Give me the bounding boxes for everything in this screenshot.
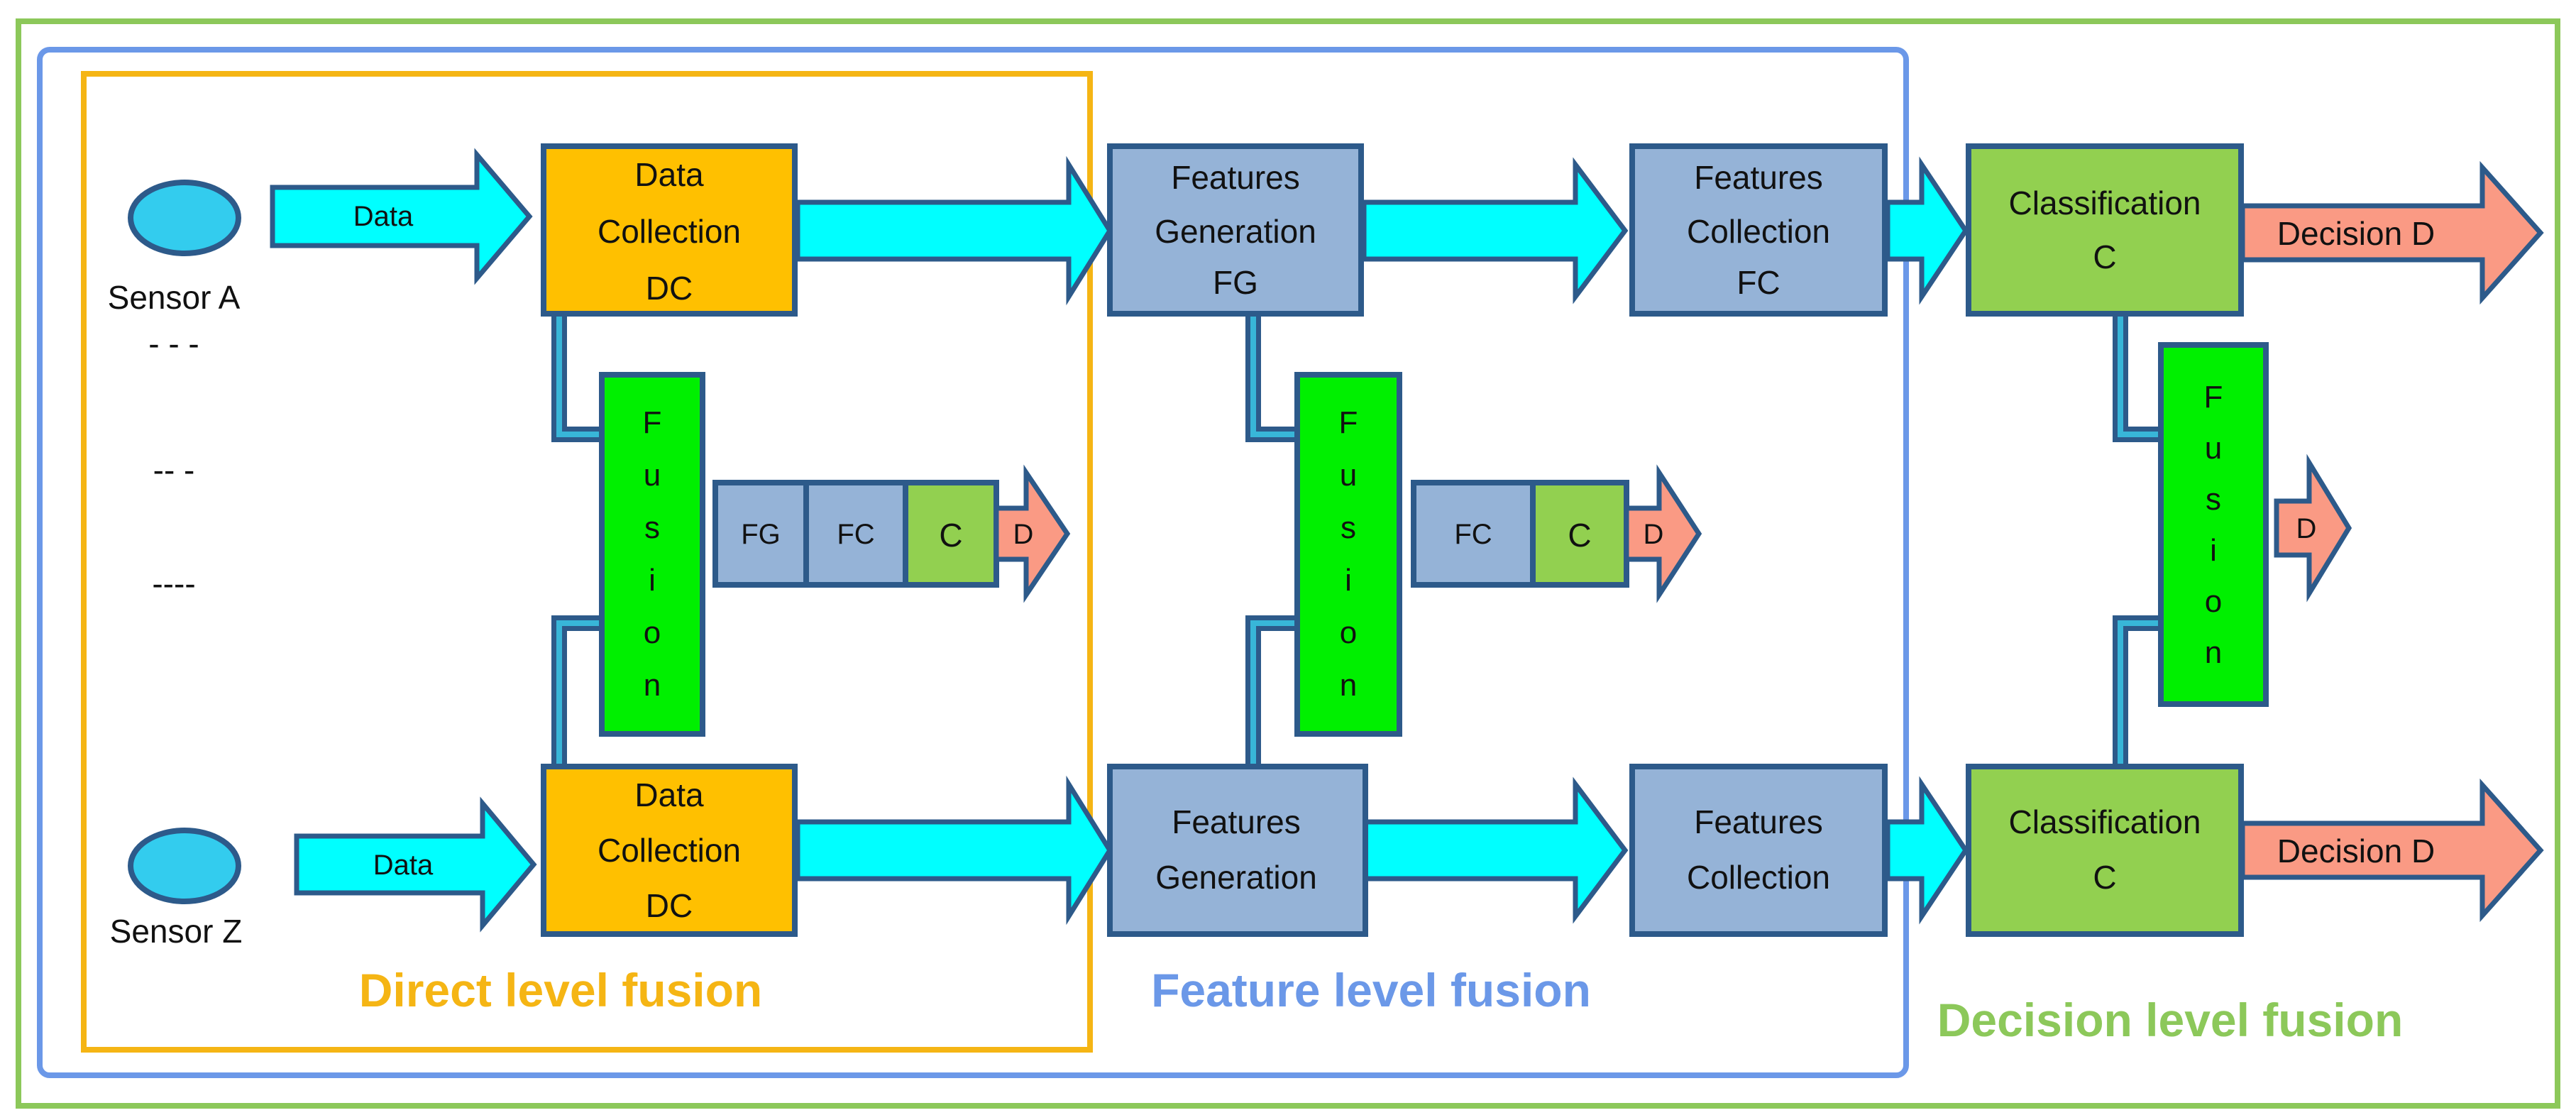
data-collection-bottom-line2: Collection: [598, 832, 741, 869]
svg-text:F: F: [1339, 405, 1358, 440]
classification-top-line1: Classification: [2009, 185, 2201, 221]
svg-text:o: o: [1340, 615, 1357, 650]
decision-arrow-z-label: Decision D: [2277, 833, 2435, 869]
data-arrow-a: [270, 148, 533, 285]
decision-arrow-z: [2240, 778, 2544, 923]
connector-direct: [551, 312, 602, 765]
data-collection-box-top: [541, 143, 798, 317]
feature-chain-fc-box: [1411, 480, 1536, 588]
connector-feature: [1245, 312, 1297, 765]
fusion-block-direct: [599, 372, 705, 737]
decision-arrow-a: [2240, 160, 2544, 305]
direct-chain-c-label: C: [939, 517, 962, 554]
fusion-letters-feature: F u s i o n: [1339, 405, 1358, 703]
decision-level-caption: Decision level fusion: [1937, 994, 2404, 1046]
svg-text:F: F: [2204, 380, 2223, 414]
fusion-block-decision: [2158, 342, 2269, 707]
features-generation-box-bottom: [1107, 764, 1368, 937]
sensor-dots-1: - - -: [148, 325, 199, 362]
feature-chain-d-arrow: [1624, 464, 1702, 603]
flow-arrow-dc-fg-bottom: [795, 775, 1113, 926]
direct-level-caption: Direct level fusion: [359, 964, 763, 1016]
features-collection-top-line3: FC: [1736, 264, 1780, 301]
flow-arrow-fc-cl-bottom: [1885, 776, 1969, 925]
features-generation-bottom-line2: Generation: [1155, 859, 1317, 896]
sensor-z-icon: [128, 828, 241, 904]
features-generation-top-line1: Features: [1171, 159, 1300, 196]
direct-chain-fg-box: [712, 480, 809, 588]
features-collection-bottom-line1: Features: [1694, 803, 1823, 840]
sensor-a-label: Sensor A: [108, 279, 241, 316]
data-arrow-a-label: Data: [353, 201, 414, 232]
features-collection-box-bottom: [1629, 764, 1888, 937]
direct-chain-c-box: [903, 480, 999, 588]
svg-text:s: s: [644, 510, 660, 545]
svg-text:u: u: [2205, 431, 2222, 466]
sensor-dots-3: ----: [152, 565, 195, 602]
data-arrow-z-label: Data: [373, 850, 434, 881]
decision-chain-d-arrow: [2274, 454, 2352, 603]
decision-chain-d-label: D: [2296, 513, 2317, 544]
features-collection-bottom-line2: Collection: [1687, 859, 1830, 896]
direct-level-frame: [81, 71, 1093, 1053]
svg-text:u: u: [644, 458, 661, 493]
feature-chain-fc-label: FC: [1454, 519, 1492, 550]
features-collection-top-line2: Collection: [1687, 213, 1830, 250]
feature-chain-d-label: D: [1644, 519, 1664, 550]
data-collection-bottom-line3: DC: [646, 887, 693, 924]
fusion-block-feature: [1294, 372, 1402, 737]
classification-top-line2: C: [2093, 238, 2116, 275]
data-collection-top-line1: Data: [634, 156, 704, 193]
flow-arrow-fg-fc-bottom: [1361, 776, 1629, 924]
data-collection-box-bottom: [541, 764, 798, 937]
direct-chain-d-label: D: [1013, 519, 1034, 550]
feature-level-caption: Feature level fusion: [1151, 964, 1591, 1016]
classification-bottom-line2: C: [2093, 859, 2116, 896]
direct-chain-fc-box: [803, 480, 908, 588]
svg-text:n: n: [1340, 668, 1357, 703]
svg-text:o: o: [2205, 584, 2222, 619]
data-collection-bottom-line1: Data: [634, 776, 704, 813]
data-collection-top-line3: DC: [646, 270, 693, 307]
decision-level-frame: [16, 18, 2560, 1109]
classification-box-bottom: [1966, 764, 2244, 937]
data-arrow-z: [294, 796, 537, 933]
feature-level-frame: [37, 47, 1909, 1078]
classification-bottom-line1: Classification: [2009, 803, 2201, 840]
sensor-dots-2: -- -: [153, 451, 195, 488]
svg-text:n: n: [2205, 635, 2222, 670]
fusion-letters-decision: F u s i o n: [2204, 380, 2223, 670]
flow-arrow-dc-fg-top: [795, 155, 1113, 306]
svg-text:s: s: [2206, 482, 2221, 517]
flow-arrow-fg-fc-top: [1361, 157, 1629, 304]
data-collection-top-line2: Collection: [598, 213, 741, 250]
svg-text:i: i: [2210, 533, 2217, 568]
features-generation-bottom-line1: Features: [1172, 803, 1301, 840]
svg-text:F: F: [643, 405, 662, 440]
svg-text:u: u: [1340, 458, 1357, 493]
feature-chain-c-label: C: [1568, 517, 1591, 554]
flow-arrow-fc-cl-top: [1885, 156, 1969, 305]
svg-text:n: n: [644, 668, 661, 703]
svg-text:o: o: [644, 615, 661, 650]
features-generation-top-line3: FG: [1213, 264, 1258, 301]
sensor-z-label: Sensor Z: [110, 913, 243, 950]
svg-text:i: i: [1345, 563, 1352, 598]
svg-text:s: s: [1341, 510, 1356, 545]
direct-chain-d-arrow: [993, 464, 1071, 603]
fusion-letters-direct: F u s i o n: [643, 405, 662, 703]
sensor-a-icon: [128, 180, 241, 256]
features-collection-top-line1: Features: [1694, 159, 1823, 196]
direct-chain-fg-label: FG: [741, 519, 781, 550]
features-generation-box-top: [1107, 143, 1364, 317]
direct-chain-fc-label: FC: [837, 519, 874, 550]
feature-chain-c-box: [1530, 480, 1629, 588]
classification-box-top: [1966, 143, 2244, 317]
features-collection-box-top: [1629, 143, 1888, 317]
svg-text:i: i: [649, 563, 656, 598]
features-generation-top-line2: Generation: [1155, 213, 1316, 250]
decision-arrow-a-label: Decision D: [2277, 215, 2435, 252]
connector-decision: [2113, 312, 2161, 765]
